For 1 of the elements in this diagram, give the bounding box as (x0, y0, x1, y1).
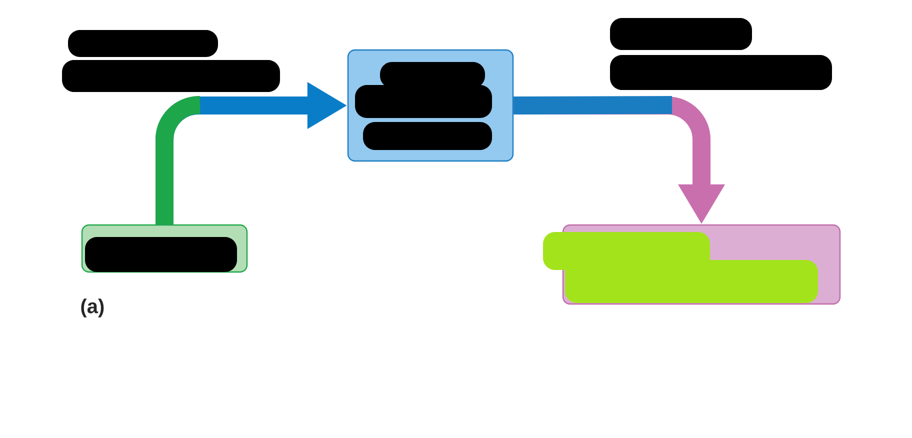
panel-label: (a) (81, 298, 104, 318)
